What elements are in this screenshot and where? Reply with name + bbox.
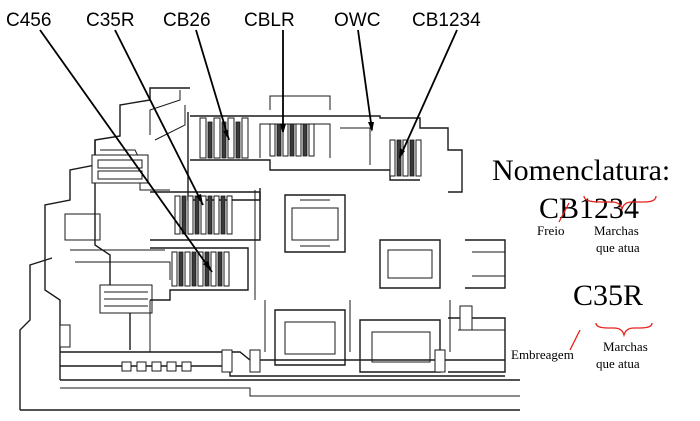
nomenclature-legend: Nomenclatura: CB1234 Freio Marchas que a… <box>492 154 670 371</box>
legend-example-cb1234: CB1234 <box>539 192 639 225</box>
legend-example-c35r: C35R <box>573 279 643 312</box>
legend-title: Nomenclatura: <box>492 154 670 187</box>
legend-brace-1 <box>583 195 657 212</box>
legend-brace-2 <box>595 322 653 338</box>
cblr-clutch-pack <box>269 123 315 157</box>
callout-labels: C456 C35R CB26 CBLR OWC CB1234 <box>6 10 481 31</box>
legend-example2-right-note-2: que atua <box>596 356 640 371</box>
legend-example1-suffix: 1234 <box>579 192 639 225</box>
leader-lines <box>39 29 458 273</box>
legend-pointer-2 <box>569 329 581 351</box>
legend-example1-left-note: Freio <box>537 223 564 238</box>
callout-label-cb26: CB26 <box>163 10 211 31</box>
callout-label-c456: C456 <box>6 10 51 31</box>
cb1234-clutch-pack <box>389 139 422 177</box>
cross-section-drawing <box>19 87 520 411</box>
legend-pointer-1 <box>558 202 570 223</box>
leader-line-cb1234 <box>399 29 458 158</box>
leader-line-c456 <box>39 29 213 273</box>
legend-example1-right-note-2: que atua <box>596 240 640 255</box>
leader-line-owc <box>357 29 373 131</box>
legend-example2-prefix: C <box>573 279 593 312</box>
callout-label-c35r: C35R <box>86 10 135 31</box>
legend-example2-suffix: 35R <box>593 279 643 312</box>
legend-example1-right-note-1: Marchas <box>594 223 639 238</box>
legend-example2-right-note-1: Marchas <box>603 339 648 354</box>
legend-example2-left-note: Embreagem <box>511 347 574 362</box>
c456-clutch-pack <box>171 251 230 287</box>
leader-line-cb26 <box>195 29 230 141</box>
c35r-clutch-pack <box>174 195 233 235</box>
callout-label-cb1234: CB1234 <box>412 10 481 31</box>
callout-label-owc: OWC <box>334 10 380 31</box>
planetary-gearsets <box>274 194 506 373</box>
leader-line-c35r <box>114 29 204 206</box>
legend-example1-prefix: CB <box>539 192 579 225</box>
callout-label-cblr: CBLR <box>244 10 295 31</box>
